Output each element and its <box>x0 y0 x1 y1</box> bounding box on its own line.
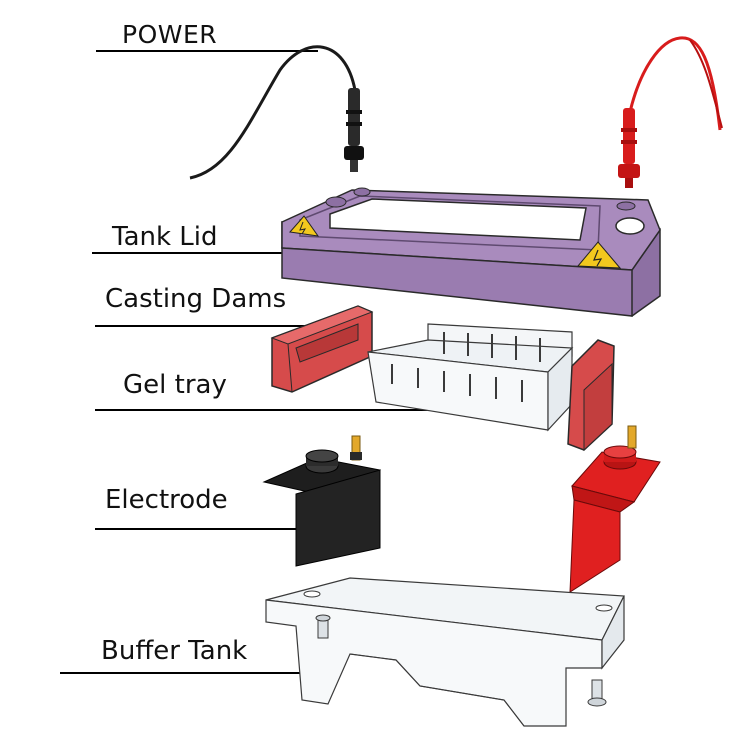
tank-lid <box>281 187 661 317</box>
casting-dam-right <box>567 339 615 452</box>
buffer-tank-label: Buffer Tank <box>101 636 248 666</box>
red-electrode <box>569 425 661 593</box>
gel-tray-label: Gel tray <box>123 370 227 400</box>
high-voltage-warning-icon <box>289 215 320 237</box>
gel-tray <box>367 323 574 432</box>
black-cable <box>189 45 357 180</box>
black-power-lead <box>189 45 364 180</box>
screw-left <box>315 614 331 639</box>
casting-dam-left <box>270 305 374 393</box>
red-cable <box>628 36 722 131</box>
comb-teeth-front <box>391 364 523 402</box>
comb-teeth-back <box>443 332 541 362</box>
tank-lid-label: Tank Lid <box>112 222 218 252</box>
lid-window <box>329 198 587 241</box>
red-plug-body <box>623 108 635 164</box>
red-power-lead <box>618 36 723 188</box>
lid-port-left-1 <box>325 196 347 208</box>
high-voltage-warning-icon <box>576 241 622 269</box>
lid-front-face <box>281 247 633 317</box>
black-electrode <box>262 435 382 567</box>
screw-right <box>587 679 607 707</box>
electrode-label: Electrode <box>105 485 228 515</box>
power-label: POWER <box>122 20 218 49</box>
lid-port-right-1 <box>615 217 645 235</box>
black-plug-body <box>348 88 360 146</box>
lid-port-right-2 <box>616 201 636 211</box>
buffer-tank <box>265 577 625 727</box>
casting-dams-label: Casting Dams <box>105 284 287 314</box>
red-electrode-pin <box>627 425 637 449</box>
lid-port-left-2 <box>353 187 371 197</box>
